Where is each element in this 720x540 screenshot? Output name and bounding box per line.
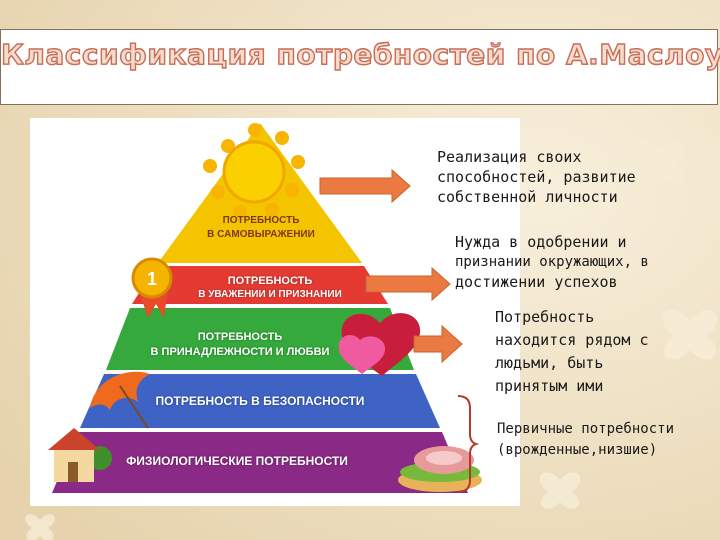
level-label-safety: ПОТРЕБНОСТЬ В БЕЗОПАСНОСТИ [155, 394, 365, 408]
butterfly-icon [25, 514, 55, 540]
bracket [457, 395, 480, 493]
butterfly-icon [635, 141, 685, 184]
note-self-actualization: Реализация своих способностей, развитие … [437, 148, 636, 206]
pyramid-level-esteem [132, 266, 388, 304]
hearts-icon [338, 313, 421, 376]
level-label-self-actualization: ПОТРЕБНОСТЬ В САМОВЫРАЖЕНИИ [207, 215, 315, 240]
pyramid-panel: 1 [30, 118, 520, 506]
note-belonging: Потребность находится рядом с людьми, бы… [495, 308, 649, 395]
pyramid-level-physiological [52, 432, 468, 493]
sun-icon [203, 123, 305, 219]
arrow-self-actualization [319, 168, 411, 204]
medal-number: 1 [147, 269, 157, 289]
arrow-belonging [413, 324, 463, 364]
umbrella-icon [90, 371, 150, 429]
level-label-physiological: ФИЗИОЛОГИЧЕСКИЕ ПОТРЕБНОСТИ [126, 454, 348, 468]
butterfly-icon [662, 309, 718, 360]
level-label-belonging: ПОТРЕБНОСТЬ В ПРИНАДЛЕЖНОСТИ И ЛЮБВИ [150, 331, 330, 358]
arrow-esteem [365, 266, 451, 302]
sandwich-icon [398, 446, 482, 492]
house-icon [48, 428, 112, 482]
page-title: Классификация потребностей по А.Маслоу. [0, 37, 720, 71]
butterfly-icon [539, 472, 581, 509]
medal-icon: 1 [131, 257, 173, 318]
maslow-pyramid: 1 [48, 123, 482, 493]
note-esteem: Нужда в одобрении и признании окружающих… [455, 233, 649, 291]
title-banner: Классификация потребностей по А.Маслоу. [0, 29, 720, 105]
level-label-esteem: ПОТРЕБНОСТЬ В УВАЖЕНИИ И ПРИЗНАНИИ [198, 275, 342, 300]
pyramid-level-belonging [106, 308, 414, 370]
note-physiological: Первичные потребности (врожденные,низшие… [497, 421, 675, 458]
pyramid-level-safety [80, 374, 440, 428]
